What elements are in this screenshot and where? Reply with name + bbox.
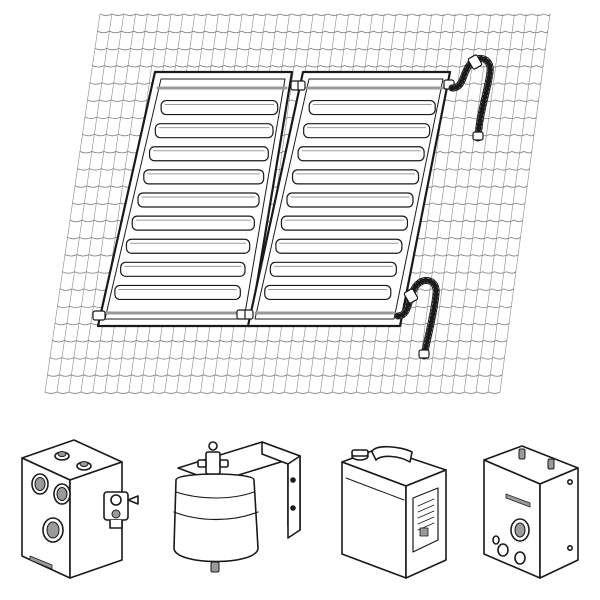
roof-tile-seam [439,13,492,393]
absorber-tube [269,261,397,277]
roof-tile-seam [44,13,101,393]
roof-tile-row [52,340,508,343]
absorber-tube [291,169,420,185]
roof-tile-row [49,357,505,360]
roof-tile-row [44,391,501,394]
roof-tile-row [47,374,503,377]
absorber-tubes-right [264,99,436,301]
roof-tile-row [94,47,546,51]
absorber-tube [125,238,251,254]
roof-tile-seam [415,13,468,393]
solar-collector-array [92,70,455,328]
absorber-tube [308,99,436,116]
solar-collector-right [246,70,452,328]
absorber-tube [114,284,241,301]
absorber-tube [280,215,409,231]
collector-connector-top [290,80,306,91]
collector-end-cap-left [92,310,106,321]
solar-collector-left [96,70,294,328]
absorber-tubes-left [114,99,279,301]
absorber-tube [297,146,425,162]
absorber-tube [264,284,392,301]
absorber-tube [148,146,269,162]
absorber-tube [137,192,260,208]
solar-pump-station [21,439,139,579]
absorber-tube [131,215,255,231]
roof-tile-seam [80,13,136,393]
collector-connector-bottom [236,309,254,320]
roof-tile-seam [475,13,527,393]
roof-tile-seam [463,13,515,393]
flexible-hose-top [448,54,494,142]
absorber-tube [275,238,403,254]
absorber-tube [120,261,246,277]
expansion-vessel [173,441,301,573]
roof-tile-seam [487,13,539,393]
heat-transfer-fluid-canister [341,445,447,579]
solar-controller [483,445,579,579]
roof-tile-seam [451,13,503,393]
absorber-tube [160,99,279,116]
absorber-tube [286,192,414,208]
roof-tile-seam [68,13,124,393]
flexible-hose-bottom [394,276,440,360]
absorber-tube [303,123,431,139]
absorber-tube [154,123,274,139]
roof-tile-row [99,13,551,16]
absorber-tube [143,169,265,185]
roof-tile-row [97,30,549,34]
roof-tile-seam [427,13,480,393]
roof-tile-seam [56,13,113,393]
roof-tile-seam [92,13,148,393]
roof-tile-seam [499,13,551,393]
